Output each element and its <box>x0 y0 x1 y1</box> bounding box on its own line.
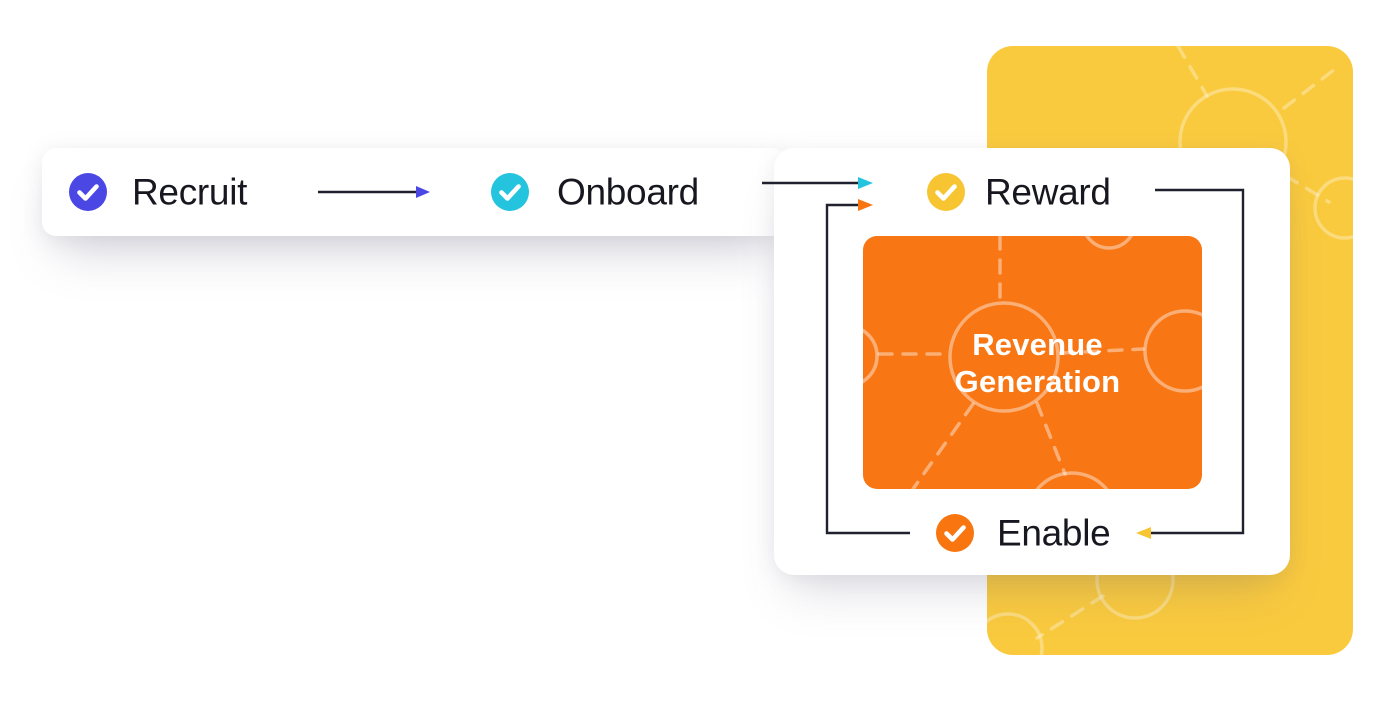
step-label-enable: Enable <box>997 512 1111 554</box>
check-circle-icon <box>927 173 965 211</box>
step-label-onboard: Onboard <box>557 171 699 213</box>
step-label-recruit: Recruit <box>132 171 248 213</box>
check-circle-icon <box>69 173 107 211</box>
step-label-reward: Reward <box>985 171 1111 213</box>
revenue-generation-box: Revenue Generation <box>863 236 1202 489</box>
revenue-label-line2: Generation <box>954 363 1121 399</box>
check-circle-icon <box>491 173 529 211</box>
revenue-label-line1: Revenue <box>972 326 1103 362</box>
hub-spoke-pattern-decoration <box>863 236 1202 489</box>
check-circle-icon <box>936 514 974 552</box>
revenue-generation-label: Revenue Generation <box>863 236 1202 489</box>
